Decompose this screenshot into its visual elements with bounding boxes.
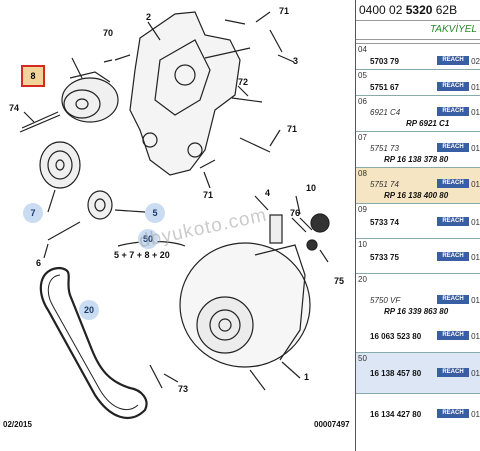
item-no: 50 — [358, 354, 367, 363]
part-number: 5751 73 — [370, 144, 399, 153]
part-number: 16 138 457 80 — [370, 369, 422, 378]
part-number: 5751 67 — [370, 83, 399, 92]
part-number: 5751 74 — [370, 180, 399, 189]
callout-2: 2 — [146, 12, 152, 22]
list-item[interactable]: 06 6921 C4 REACH 01 RP 6921 C1 — [356, 96, 480, 132]
callout-6: 6 — [36, 258, 42, 268]
quantity: 01 — [471, 296, 480, 305]
reference-header: 0400 02 5320 62B — [356, 0, 480, 21]
reach-badge: REACH — [437, 56, 469, 65]
item-no: 07 — [358, 133, 367, 142]
callout-72: 72 — [238, 77, 249, 87]
replacement-part: RP 16 138 378 80 — [384, 155, 449, 164]
reach-badge: REACH — [437, 217, 469, 226]
reach-badge: REACH — [437, 143, 469, 152]
callout-1: 1 — [304, 372, 310, 382]
reach-badge-2: REACH — [437, 331, 469, 340]
quantity: 02 — [471, 57, 480, 66]
callout-10: 10 — [306, 183, 317, 193]
parts-diagram: 2 71 3 70 72 74 71 71 4 10 76 6 75 1 73 … — [3, 6, 350, 429]
part-number: 16 134 427 80 — [370, 410, 422, 419]
item-no: 09 — [358, 205, 367, 214]
part-number: 5733 75 — [370, 253, 399, 262]
part-number-2: 16 063 523 80 — [370, 332, 422, 341]
item-no: 06 — [358, 97, 367, 106]
item-no: 10 — [358, 240, 367, 249]
callout-70: 70 — [103, 28, 114, 38]
ref-bold: 5320 — [405, 3, 433, 17]
callout-71-bottom: 71 — [203, 190, 214, 200]
subtitle: TAKVİYEL — [356, 21, 480, 40]
part-number: 5733 74 — [370, 218, 399, 227]
callout-20-bubble[interactable]: 20 — [79, 300, 99, 320]
exploded-view-drawing — [19, 11, 330, 419]
ref-suffix: 62B — [432, 3, 458, 17]
reach-badge: REACH — [437, 107, 469, 116]
quantity: 01 — [471, 83, 480, 92]
list-item[interactable]: 05 5751 67 REACH 01 — [356, 70, 480, 96]
quantity: 01 — [471, 253, 480, 262]
footer-date: 02/2015 — [3, 420, 32, 429]
quantity: 01 — [471, 144, 480, 153]
list-item[interactable]: 09 5733 74 REACH 01 — [356, 204, 480, 239]
callout-5-bubble[interactable]: 5 — [145, 203, 165, 223]
part-number: 6921 C4 — [370, 108, 401, 117]
quantity: 01 — [471, 369, 480, 378]
list-item[interactable]: 07 5751 73 REACH 01 RP 16 138 378 80 — [356, 132, 480, 168]
quantity: 01 — [471, 410, 480, 419]
replacement-part: RP 16 339 863 80 — [384, 307, 449, 316]
item-no: 08 — [358, 169, 367, 178]
part-number: 5750 VF — [370, 296, 401, 305]
reach-badge: REACH — [437, 82, 469, 91]
quantity: 01 — [471, 180, 480, 189]
callout-4: 4 — [265, 188, 271, 198]
callout-50-bubble[interactable]: 50 — [138, 229, 158, 249]
reach-badge: REACH — [437, 368, 469, 377]
item-no: 05 — [358, 71, 367, 80]
list-item[interactable]: 16 134 427 80 REACH 01 — [356, 394, 480, 430]
reach-badge: REACH — [437, 409, 469, 418]
reach-badge: REACH — [437, 179, 469, 188]
item-no: 20 — [358, 275, 367, 284]
callout-73: 73 — [178, 384, 189, 394]
quantity: 01 — [471, 218, 480, 227]
quantity-2: 01 — [471, 332, 480, 341]
callout-3: 3 — [293, 56, 299, 66]
parts-list-panel: 0400 02 5320 62B TAKVİYEL 04 5703 79 REA… — [355, 0, 480, 451]
callout-8-highlighted[interactable]: 8 — [21, 65, 45, 87]
list-item[interactable]: 10 5733 75 REACH 01 — [356, 239, 480, 274]
callout-76: 76 — [290, 208, 301, 218]
callout-71-right: 71 — [287, 124, 298, 134]
list-item-highlighted[interactable]: 08 5751 74 REACH 01 RP 16 138 400 80 — [356, 168, 480, 204]
item-no: 04 — [358, 45, 367, 54]
callout-74: 74 — [9, 103, 20, 113]
replacement-part: RP 6921 C1 — [406, 119, 450, 128]
quantity: 01 — [471, 108, 480, 117]
footer-code: 00007497 — [314, 420, 350, 429]
kit-formula: 5 + 7 + 8 + 20 — [114, 250, 170, 260]
callout-75: 75 — [334, 276, 345, 286]
list-item[interactable]: 20 5750 VF REACH 01 RP 16 339 863 80 16 … — [356, 274, 480, 353]
list-item-selected[interactable]: 50 16 138 457 80 REACH 01 — [356, 353, 480, 394]
part-number: 5703 79 — [370, 57, 399, 66]
ref-prefix: 0400 02 — [359, 3, 406, 17]
replacement-part: RP 16 138 400 80 — [384, 191, 449, 200]
reach-badge: REACH — [437, 252, 469, 261]
reach-badge: REACH — [437, 295, 469, 304]
list-item[interactable]: 04 5703 79 REACH 02 — [356, 44, 480, 70]
callout-7-bubble[interactable]: 7 — [23, 203, 43, 223]
callout-71-top: 71 — [279, 6, 290, 16]
